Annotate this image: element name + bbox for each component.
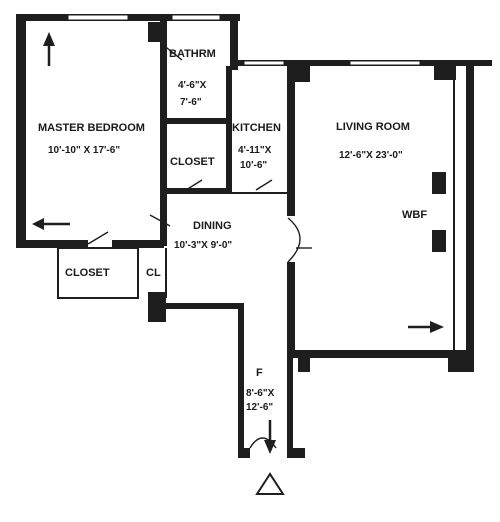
arrow-right-icon (408, 321, 444, 333)
kitchen-dims-h: 10'-6" (240, 160, 267, 171)
closet-label: CLOSET (170, 156, 215, 168)
master-bedroom-label: MASTER BEDROOM (38, 122, 145, 134)
arrow-left-icon (32, 218, 70, 230)
kitchen-dims-w: 4'-11"X (238, 145, 272, 156)
thin-walls (57, 80, 455, 350)
master-bedroom-dims: 10'-10" X 17'-6" (48, 145, 120, 156)
dining-label: DINING (193, 220, 232, 232)
foyer-label: F (256, 367, 263, 379)
bathroom-dims-w: 4'-6"X (178, 80, 207, 91)
dining-dims: 10'-3"X 9'-0" (174, 240, 232, 251)
living-room-dims: 12'-6"X 23'-0" (339, 150, 403, 161)
kitchen-label: KITCHEN (232, 122, 281, 134)
bathroom-dims-h: 7'-6" (180, 97, 202, 108)
walls (16, 14, 492, 458)
bathroom-label: BATHRM (169, 48, 216, 60)
windows (67, 14, 421, 66)
cl-label: CL (146, 267, 161, 279)
foyer-dims-h: 12'-6" (246, 402, 273, 413)
arrow-down-icon (264, 420, 276, 454)
labels: MASTER BEDROOM 10'-10" X 17'-6" BATHRM 4… (38, 48, 427, 413)
arrows (32, 32, 444, 495)
wbf-label: WBF (402, 209, 427, 221)
foyer-dims-w: 8'-6"X (246, 388, 275, 399)
bedroom-closet-label: CLOSET (65, 267, 110, 279)
entry-triangle-icon (255, 472, 285, 495)
doors (87, 43, 312, 449)
living-room-label: LIVING ROOM (336, 121, 410, 133)
arrow-up-icon (43, 32, 55, 66)
